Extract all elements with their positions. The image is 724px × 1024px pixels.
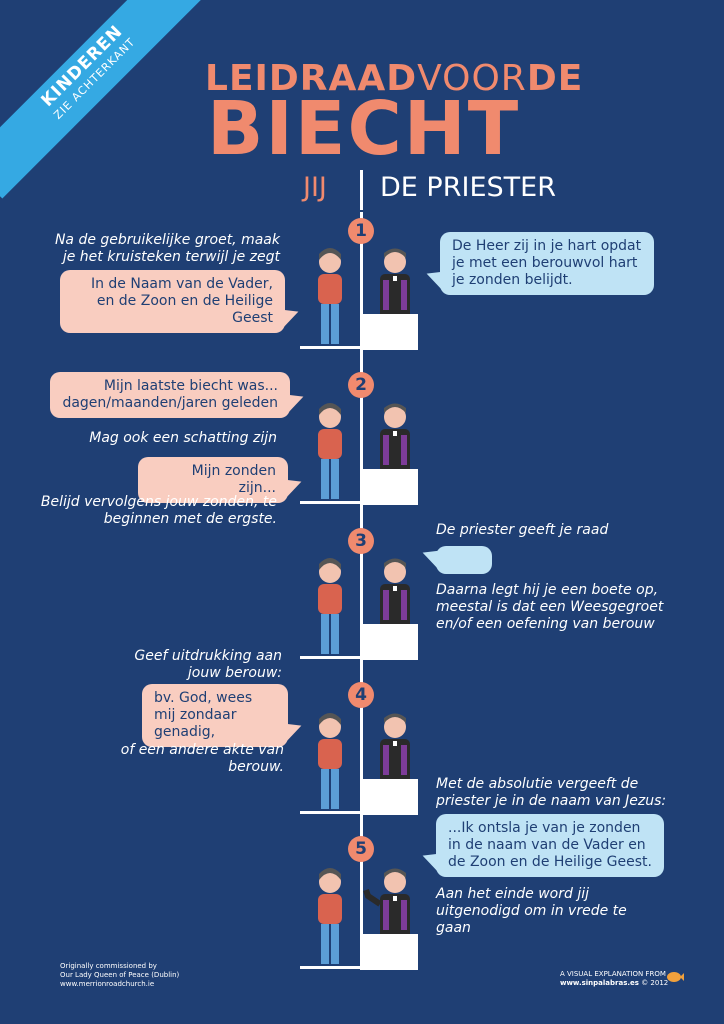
- title-line-1: LEIDRAADVOORDE: [205, 58, 583, 99]
- footer-attribution: A VISUAL EXPLANATION FROM www.sinpalabra…: [560, 970, 670, 988]
- scene-step-5: [300, 868, 418, 970]
- column-right-heading: DE PRIESTER: [380, 172, 556, 203]
- footer-credit-link[interactable]: www.merrionroadchurch.ie: [60, 980, 155, 988]
- step1-you-bubble: In de Naam van de Vader, en de Zoon en d…: [60, 270, 302, 333]
- title-part-1: LEIDRAAD: [205, 58, 418, 99]
- step2-you-text-2: Mijn zonden zijn...: [191, 463, 276, 496]
- scene-step-2: [300, 403, 418, 505]
- footer-credit-line-1: Originally commissioned by: [60, 962, 157, 970]
- footer-copyright: © 2012: [641, 979, 669, 987]
- step-number-3: 3: [348, 528, 374, 554]
- step-number-4: 4: [348, 682, 374, 708]
- step2-you-bubble-1: Mijn laatste biecht was... dagen/maanden…: [50, 372, 307, 418]
- step3-outro: Daarna legt hij je een boete op, meestal…: [436, 582, 664, 632]
- step-number-5: 5: [348, 836, 374, 862]
- header-divider: [360, 170, 363, 210]
- fish-logo-icon: [667, 972, 684, 982]
- scene-step-4: [300, 713, 418, 815]
- step2-you-text-1: Mijn laatste biecht was... dagen/maanden…: [62, 378, 278, 411]
- step1-you-text: In de Naam van de Vader, en de Zoon en d…: [90, 276, 273, 326]
- children-banner[interactable]: KINDEREN ZIE ACHTERKANT: [0, 0, 215, 199]
- step4-outro: of een andere akte van berouw.: [120, 742, 284, 775]
- step5-outro: Aan het einde word jij uitgenodigd om in…: [436, 886, 627, 936]
- step5-priest-bubble: ...Ik ontsla je van je zonden in de naam…: [419, 814, 664, 877]
- step-number-1: 1: [348, 218, 374, 244]
- step1-intro: Na de gebruikelijke groet, maak je het k…: [54, 232, 280, 265]
- step4-priest-intro: Met de absolutie vergeeft de priester je…: [436, 776, 667, 809]
- step-number-2: 2: [348, 372, 374, 398]
- title-big: BIECHT: [207, 86, 521, 172]
- step5-priest-text: ...Ik ontsla je van je zonden in de naam…: [448, 820, 652, 870]
- scene-step-3: [300, 558, 418, 660]
- child-figure: [318, 248, 342, 344]
- step4-you-bubble: bv. God, wees mij zondaar genadig,: [142, 684, 305, 747]
- step4-intro: Geef uitdrukking aan jouw berouw:: [134, 648, 282, 681]
- footer-attribution-line-1: A VISUAL EXPLANATION FROM: [560, 970, 666, 978]
- column-left-heading: JIJ: [303, 172, 327, 203]
- step3-intro: De priester geeft je raad: [436, 522, 609, 538]
- step3-priest-bubble: [419, 543, 492, 574]
- scene-step-1: [300, 248, 418, 350]
- title-part-3: DE: [526, 58, 584, 99]
- step2-outro: Belijd vervolgens jouw zonden, te beginn…: [40, 494, 277, 527]
- step1-priest-bubble: De Heer zij in je hart opdat je met een …: [423, 232, 654, 295]
- timeline: [360, 212, 363, 970]
- footer-attribution-link[interactable]: www.sinpalabras.es: [560, 979, 639, 987]
- footer-credit-line-2: Our Lady Queen of Peace (Dublin): [60, 971, 180, 979]
- step2-note: Mag ook een schatting zijn: [89, 430, 277, 446]
- step2-you-bubble-2: Mijn zonden zijn...: [138, 457, 305, 503]
- step1-priest-text: De Heer zij in je hart opdat je met een …: [452, 238, 642, 288]
- footer-credit: Originally commissioned by Our Lady Quee…: [60, 962, 179, 989]
- title-part-2: VOOR: [417, 58, 527, 99]
- step4-you-text: bv. God, wees mij zondaar genadig,: [154, 690, 253, 740]
